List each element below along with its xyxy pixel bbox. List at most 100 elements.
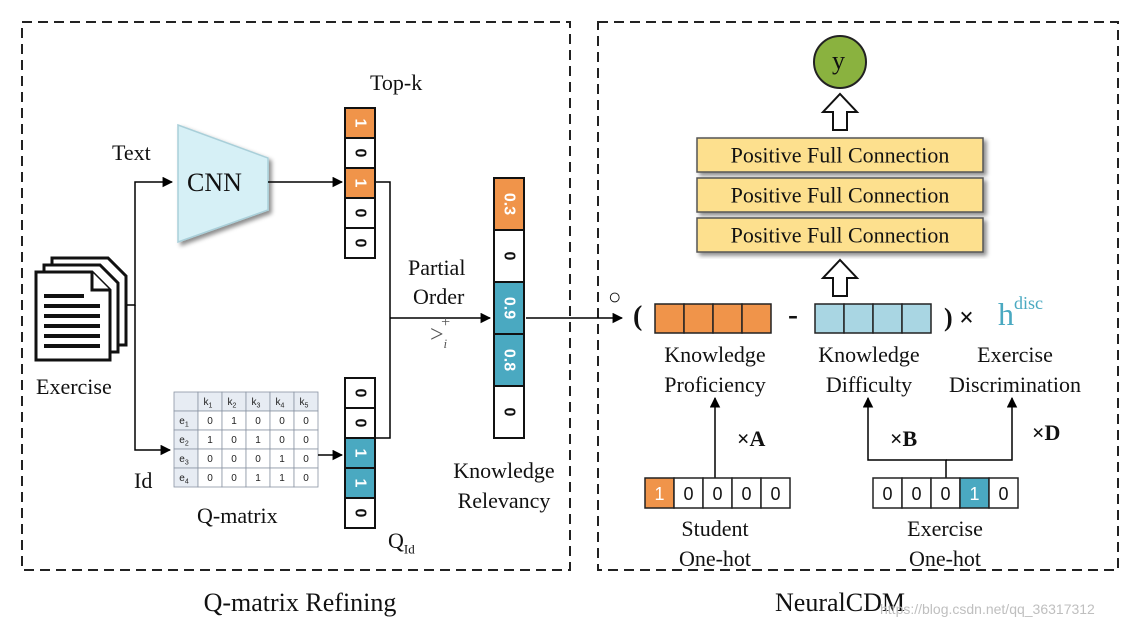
topk-value-2: 0 [352, 149, 369, 158]
topk-cell-3 [344, 167, 376, 199]
q-matrix-col-header: k4 [276, 397, 285, 409]
exercise-one-hot-value-3: 0 [940, 484, 950, 504]
student-one-hot-cell-5 [760, 477, 791, 509]
open-paren: ( [633, 301, 643, 332]
exercise-onehot-label-line1: Exercise [907, 516, 983, 541]
qid-value-4: 1 [352, 479, 369, 488]
cnn-block [177, 123, 269, 244]
relevancy-value-3: 0.9 [501, 297, 518, 319]
q-matrix-col-header: k3 [252, 397, 261, 409]
student-one-hot-value-3: 0 [712, 484, 722, 504]
exercise-to-difficulty-arrow [862, 396, 947, 478]
relevancy-label-line2: Relevancy [457, 488, 551, 513]
difficulty-label-line1: Knowledge [818, 342, 920, 367]
student-one-hot-value-4: 0 [741, 484, 751, 504]
mult-d-label: ×D [1032, 420, 1061, 445]
student-label-line2: One-hot [678, 546, 752, 571]
student-one-hot-value-2: 0 [683, 484, 693, 504]
difficulty-cell-2 [843, 303, 874, 334]
q-matrix-value: 1 [279, 454, 285, 465]
topk-value-3: 1 [352, 179, 369, 188]
q-matrix-row-header: e2 [179, 435, 189, 447]
proficiency-cell-2 [683, 303, 714, 334]
topk-value-4: 0 [352, 209, 369, 218]
close-paren-times: ) × [944, 303, 974, 332]
q-matrix-cell [293, 467, 319, 488]
relevancy-cell-5 [493, 385, 525, 439]
q-matrix-row-header: e4 [179, 473, 189, 485]
discrimination-label-line1: Exercise [977, 342, 1053, 367]
proficiency-cell-4 [741, 303, 772, 334]
qid-value-5: 0 [352, 509, 369, 518]
relevancy-cell-3 [493, 281, 525, 335]
q-matrix-value: 0 [207, 416, 213, 427]
output-label: y [832, 46, 845, 75]
q-matrix-value: 1 [231, 416, 237, 427]
exercise-label: Exercise [36, 374, 112, 399]
q-matrix-col-header: k5 [300, 397, 309, 409]
fc-layer-1 [696, 137, 984, 173]
qid-cell-5 [344, 497, 376, 529]
minus-sign: - [788, 298, 798, 331]
topk-cell-5 [344, 227, 376, 259]
q-matrix-cell [173, 391, 199, 412]
q-matrix-value: 0 [279, 435, 285, 446]
difficulty-label-line2: Difficulty [825, 372, 913, 397]
qid-merge-line [376, 318, 391, 439]
hadamard-symbol: ○ [608, 284, 622, 309]
relevancy-value-4: 0.8 [501, 349, 518, 371]
left-panel-frame [21, 21, 571, 571]
student-one-hot-value-1: 1 [654, 484, 664, 504]
proficiency-label-line1: Knowledge [664, 342, 766, 367]
q-matrix-value: 0 [207, 473, 213, 484]
output-node [813, 35, 867, 89]
q-matrix-row-header: e3 [179, 454, 189, 466]
fc-layer-3 [696, 217, 984, 253]
q-matrix-value: 0 [303, 473, 309, 484]
proficiency-cell-1 [654, 303, 685, 334]
exercise-one-hot-value-1: 0 [882, 484, 892, 504]
discrimination-label-line2: Discrimination [949, 372, 1081, 397]
qid-vector: 0 0 1 1 0 [344, 377, 376, 529]
exercise-one-hot-value-2: 0 [911, 484, 921, 504]
partial-order-label-line1: Partial [408, 255, 466, 280]
q-matrix-col-header: k1 [204, 397, 213, 409]
fc-layer-label-1: Positive Full Connection [731, 143, 950, 168]
q-matrix-value: 0 [231, 473, 237, 484]
qid-value-3: 1 [352, 449, 369, 458]
q-matrix-value: 0 [207, 454, 213, 465]
q-matrix-value: 1 [207, 435, 213, 446]
hollow-arrow-bottom [820, 258, 860, 297]
q-matrix-col-header: k2 [228, 397, 237, 409]
q-matrix-row-header: e1 [179, 416, 189, 428]
partial-order-symbol: >i+ [430, 314, 451, 351]
exercise-to-discrimination-arrow [946, 396, 1018, 461]
topk-cell-4 [344, 197, 376, 229]
text-input-label: Text [112, 140, 151, 165]
exercise-onehot-label-line2: One-hot [908, 546, 982, 571]
h-disc-label: hdisc [998, 293, 1043, 332]
exercise-one-hot-cell-2 [901, 477, 932, 509]
relevancy-cell-4 [493, 333, 525, 387]
topk-label: Top-k [370, 70, 423, 95]
qid-value-1: 0 [352, 389, 369, 398]
q-matrix-value: 0 [255, 416, 261, 427]
q-matrix-value: 1 [255, 435, 261, 446]
qid-cell-4 [344, 467, 376, 499]
proficiency-label-line2: Proficiency [664, 372, 766, 397]
text-arrow [127, 176, 174, 306]
q-matrix-value: 0 [303, 454, 309, 465]
relevancy-label-line1: Knowledge [453, 458, 555, 483]
watermark: https://blog.csdn.net/qq_36317312 [880, 601, 1095, 617]
difficulty-vector [814, 303, 932, 334]
qid-value-2: 0 [352, 419, 369, 428]
difficulty-cell-4 [901, 303, 932, 334]
topk-value-1: 1 [352, 119, 369, 128]
difficulty-cell-3 [872, 303, 903, 334]
fc-layer-label-2: Positive Full Connection [731, 183, 950, 208]
exercise-one-hot-cell-4 [959, 477, 990, 509]
